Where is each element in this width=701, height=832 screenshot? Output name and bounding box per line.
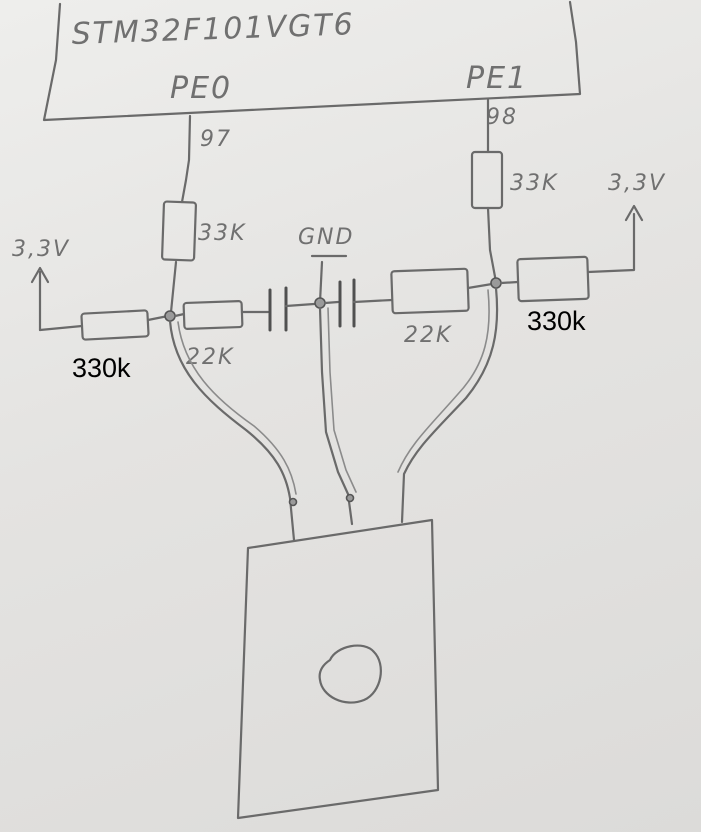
supply-left-wire <box>38 324 84 332</box>
component-circle <box>318 644 382 704</box>
pin-pe1-label: PE1 <box>466 61 528 96</box>
pullup-left-to-node <box>169 260 178 314</box>
pullup-resistor-left <box>161 200 197 262</box>
cable-left-crimp <box>288 497 298 507</box>
supply-right-label: 3,3V <box>608 171 666 196</box>
junction-ground <box>314 297 326 309</box>
series-left-lead <box>173 312 186 318</box>
pin-97-number: 97 <box>200 127 232 152</box>
supply-left-arrow <box>30 266 50 332</box>
cable-ground-crimp <box>345 493 355 503</box>
cable-ground-shadow <box>327 307 357 493</box>
bias-resistor-left <box>80 309 150 341</box>
bias-resistor-right <box>516 255 590 303</box>
series-resistor-left <box>182 299 244 331</box>
cable-left <box>168 319 296 542</box>
cable-left-shadow <box>177 321 297 495</box>
pullup-right-to-node <box>486 206 498 284</box>
cap-right-to-series <box>352 298 394 304</box>
bias-right-value: 330k <box>527 306 586 336</box>
ground-drop <box>318 260 324 304</box>
supply-left-label: 3,3V <box>12 237 70 262</box>
pullup-right-value: 33K <box>510 171 558 196</box>
bias-left-value: 330k <box>72 353 131 383</box>
supply-right-arrow <box>624 204 644 222</box>
junction-left <box>164 310 176 322</box>
mcu-part-label: STM32F101VGT6 <box>71 7 355 52</box>
cable-right <box>400 286 499 524</box>
cable-ground <box>318 306 354 526</box>
junction-right <box>490 277 502 289</box>
mcu-box <box>42 0 582 122</box>
pullup-resistor-right <box>470 150 504 210</box>
pe0-wire <box>180 114 192 204</box>
pullup-left-value: 33K <box>198 221 246 246</box>
series-right-value: 22K <box>404 323 452 348</box>
ground-label: GND <box>298 225 354 250</box>
pin-98-number: 98 <box>486 105 518 130</box>
bias-right-to-supply <box>586 212 636 274</box>
pin-pe0-label: PE0 <box>170 71 232 106</box>
series-right-to-node <box>466 282 494 290</box>
bias-right-lead <box>499 280 520 285</box>
component-body <box>236 518 440 820</box>
cable-right-shadow <box>397 289 490 473</box>
gnd-to-cap-right <box>323 300 340 305</box>
series-resistor-right <box>390 267 470 315</box>
cap-left-to-gnd <box>284 302 316 308</box>
